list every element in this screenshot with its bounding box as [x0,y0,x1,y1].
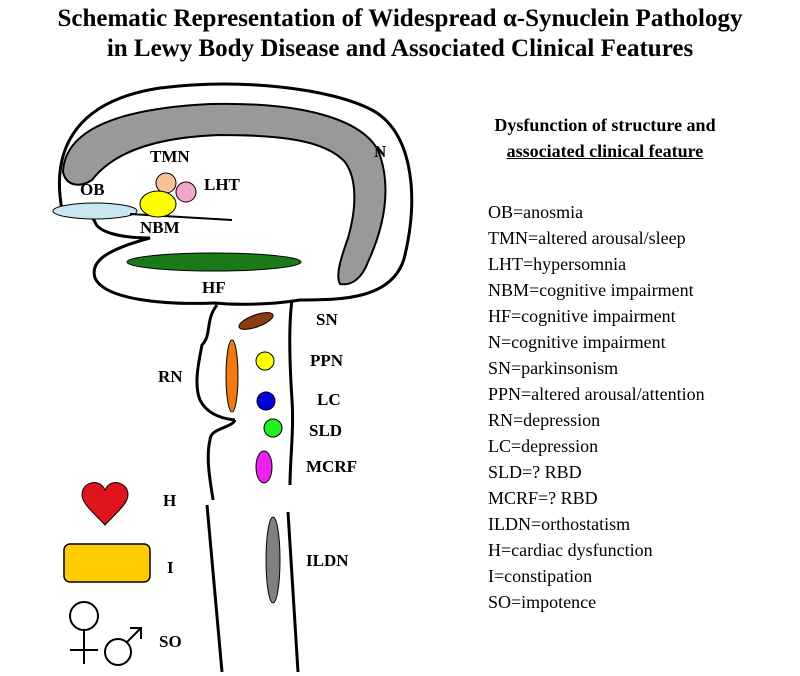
heart-icon [81,482,129,526]
legend-heading: Dysfunction of structure and associated … [440,112,770,164]
label-h: H [163,491,176,510]
legend-item: H=cardiac dysfunction [488,540,653,560]
diagram-title: Schematic Representation of Widespread α… [0,4,800,64]
spinal-cord-right [286,511,300,673]
brainstem-right-edge [288,299,295,486]
label-lc: LC [317,390,341,409]
legend-item: SN=parkinsonism [488,358,619,378]
legend-list: OB=anosmia TMN=altered arousal/sleep LHT… [488,199,705,615]
legend-item: LHT=hypersomnia [488,254,627,274]
olfactory-bulb [52,202,138,220]
legend-item: ILDN=orthostatism [488,514,631,534]
rn-marker [225,339,239,413]
brainstem-outline [195,304,237,501]
label-sld: SLD [309,421,342,440]
legend: Dysfunction of structure and associated … [440,112,770,612]
label-tmn: TMN [150,147,190,166]
label-nbm: NBM [140,218,180,237]
nbm-marker [139,190,177,218]
label-n: N [374,142,387,161]
legend-item: PPN=altered arousal/attention [488,384,705,404]
intestine-icon [63,543,151,583]
label-ppn: PPN [310,351,344,370]
legend-item: MCRF=? RBD [488,488,598,508]
label-i: I [167,558,174,577]
lc-marker [256,391,276,411]
legend-item: HF=cognitive impairment [488,306,676,326]
label-sn: SN [316,310,338,329]
legend-item: I=constipation [488,566,593,586]
sld-marker [263,418,283,438]
sn-marker [238,312,274,330]
mcrf-marker [255,450,273,484]
title-line-2: in Lewy Body Disease and Associated Clin… [106,35,694,62]
legend-item: LC=depression [488,436,599,456]
ppn-marker [255,351,275,371]
legend-item: SLD=? RBD [488,462,582,482]
legend-item: NBM=cognitive impairment [488,280,694,300]
basal-forebrain-line [129,213,233,221]
hippocampal-formation [126,252,302,272]
legend-heading-line-1: Dysfunction of structure and [494,115,716,135]
spinal-cord-left [205,504,224,673]
label-ob: OB [80,180,105,199]
label-hf: HF [202,278,226,297]
legend-item: OB=anosmia [488,202,584,222]
legend-item: N=cognitive impairment [488,332,666,352]
legend-heading-line-2: associated clinical feature [506,141,704,161]
legend-item: RN=depression [488,410,601,430]
label-lht: LHT [204,175,241,194]
legend-item: TMN=altered arousal/sleep [488,228,686,248]
title-line-1: Schematic Representation of Widespread α… [57,5,743,32]
label-so: SO [159,632,182,651]
ildn-marker [265,516,281,604]
neocortex-band [61,102,387,286]
venus-mars-icon [69,601,142,666]
label-rn: RN [158,367,183,386]
tmn-marker [155,172,177,194]
label-ildn: ILDN [306,551,349,570]
lht-marker [175,181,197,203]
label-mcrf: MCRF [306,457,357,476]
legend-item: SO=impotence [488,592,597,612]
